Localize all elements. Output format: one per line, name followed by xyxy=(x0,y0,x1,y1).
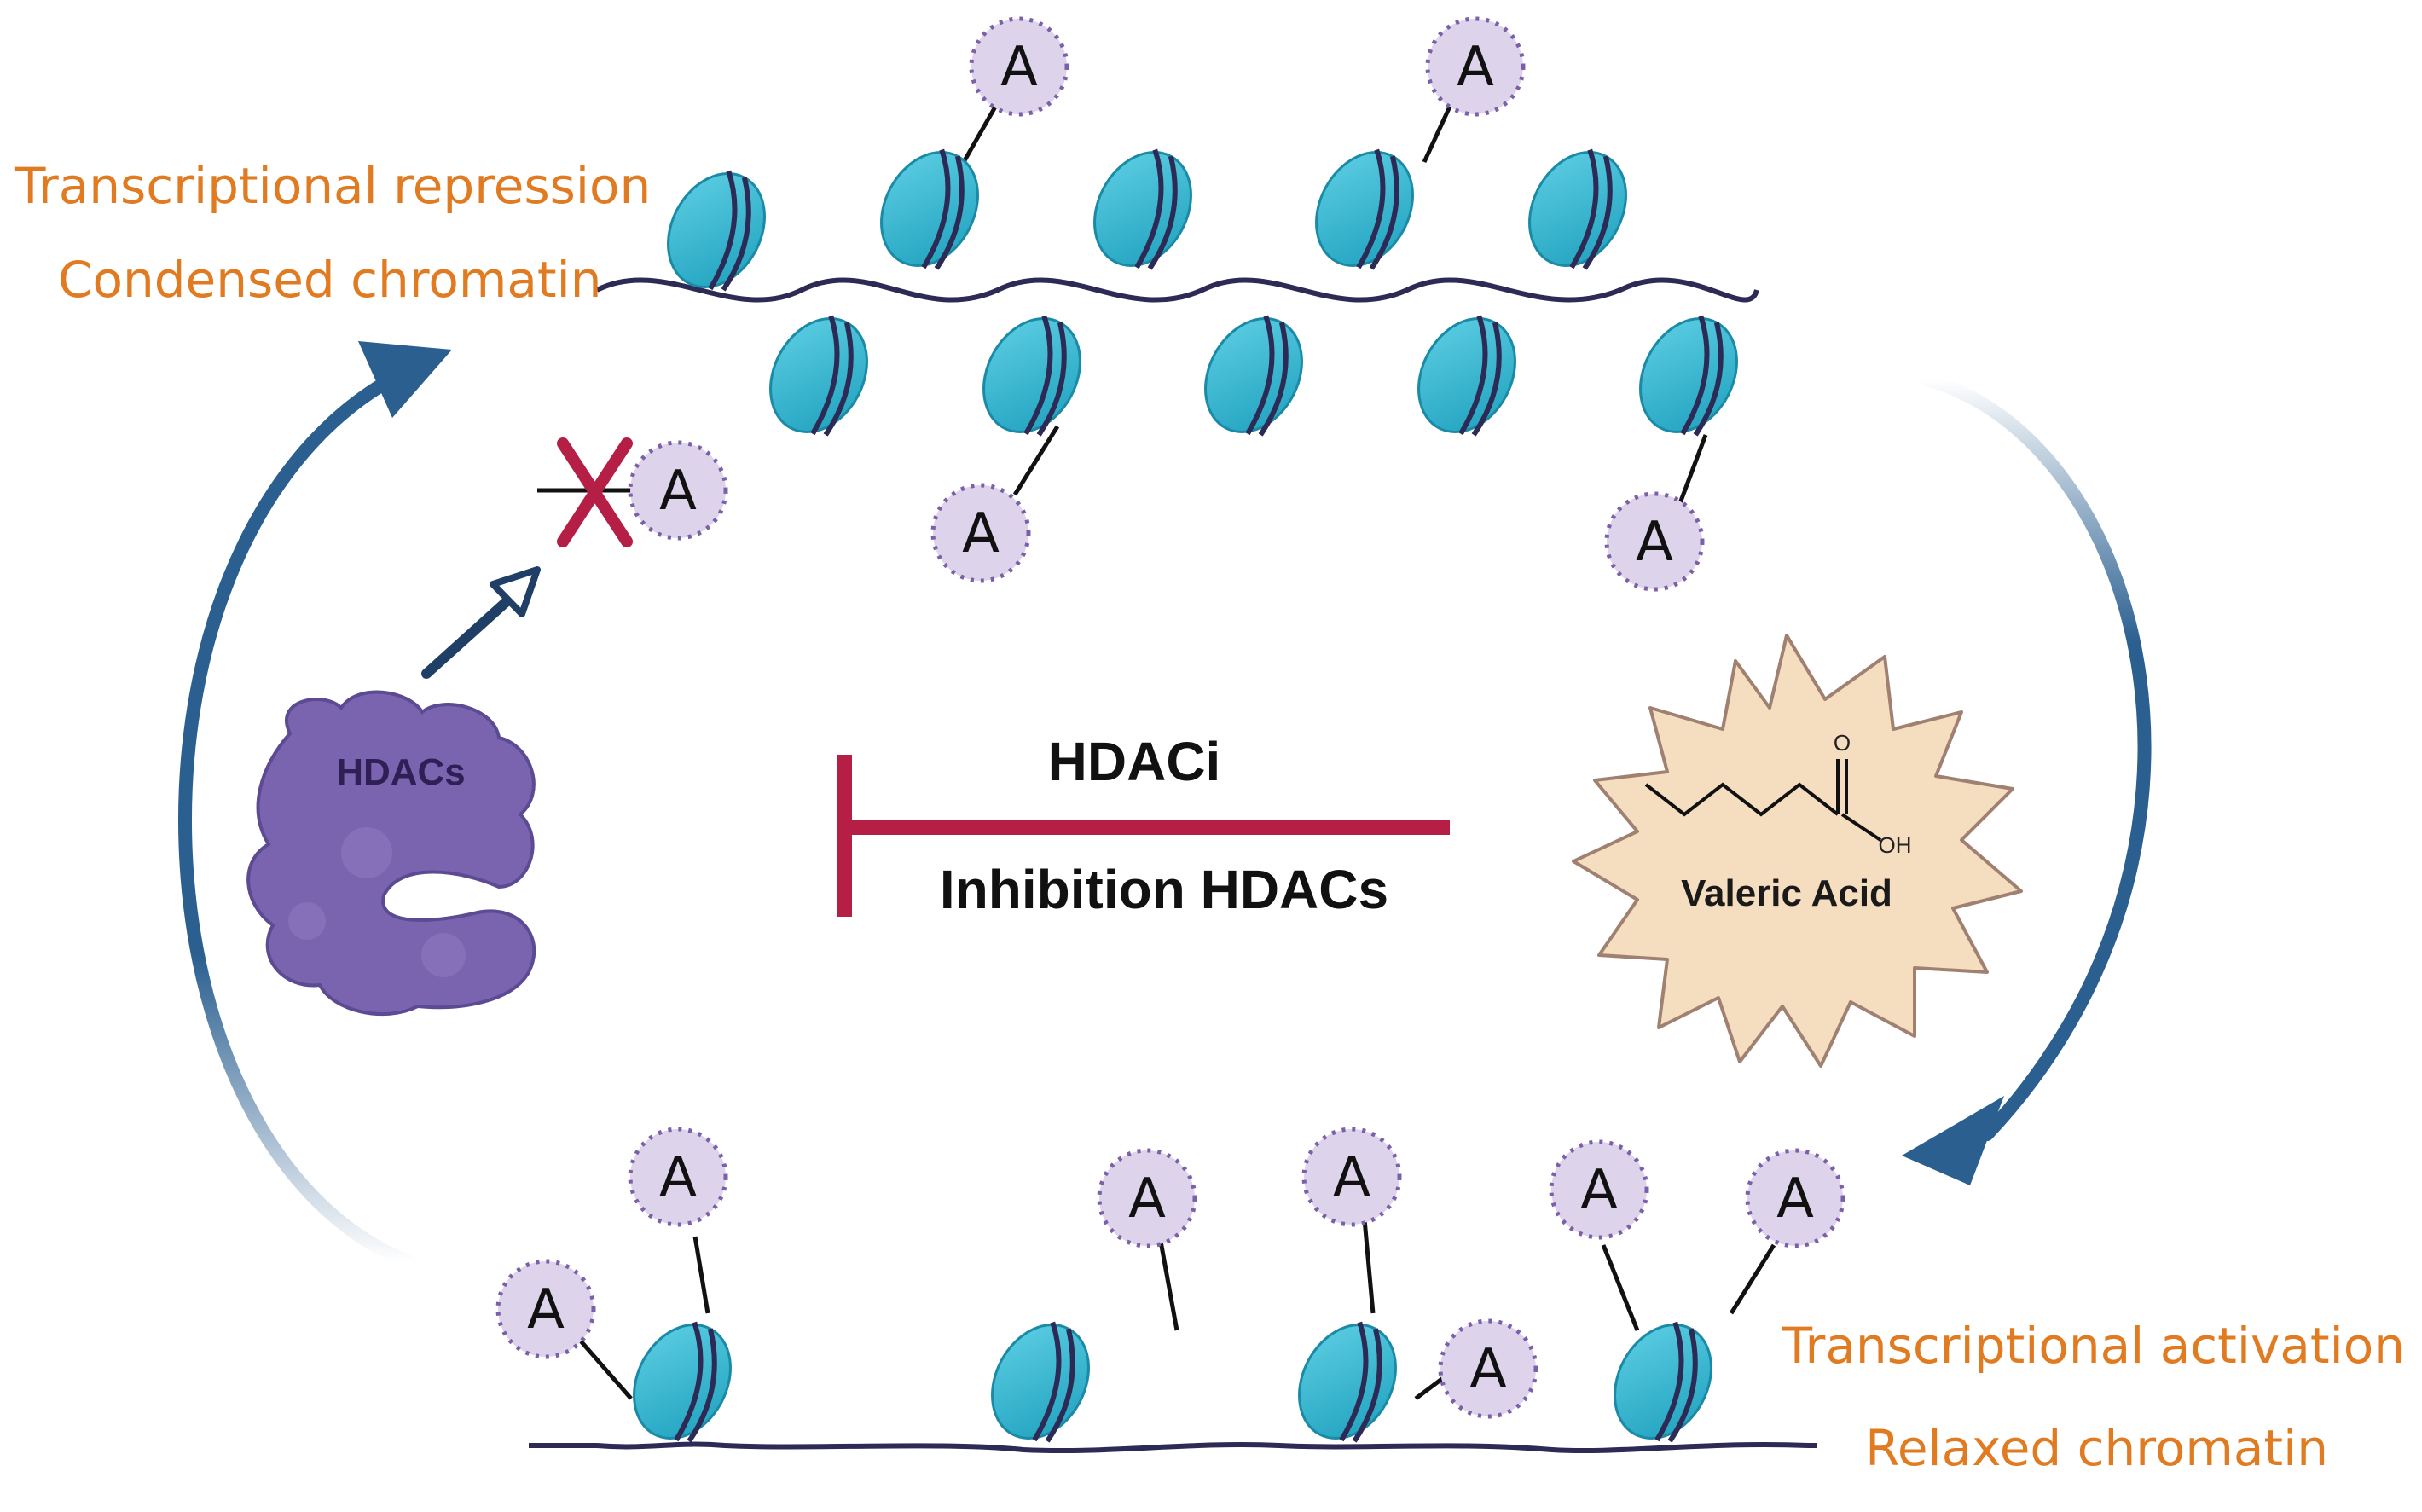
acetyl-group-icon: A xyxy=(933,485,1028,581)
acetyl-group-icon: A xyxy=(1428,19,1523,114)
label-transcriptional-repression: Transcriptional repression xyxy=(14,157,651,215)
dna-strand-bottom xyxy=(529,1441,1816,1454)
nucleosome-icon xyxy=(751,302,886,449)
hdac-enzyme-icon: HDACs xyxy=(246,690,536,1017)
svg-text:A: A xyxy=(1128,1167,1166,1231)
acetyl-group-icon: A xyxy=(498,1261,594,1357)
label-condensed-chromatin: Condensed chromatin xyxy=(58,251,602,309)
label-relaxed-chromatin: Relaxed chromatin xyxy=(1865,1419,2328,1477)
cycle-arrow-icon xyxy=(1902,373,2152,1185)
nucleosome-icon xyxy=(1621,302,1756,449)
hdac-action-arrow-icon xyxy=(421,566,541,679)
svg-text:A: A xyxy=(1333,1146,1370,1209)
acetyl-group-icon: A xyxy=(1551,1142,1647,1237)
label-hdaci: HDACi xyxy=(1048,731,1221,792)
nucleosome-icon xyxy=(615,1308,750,1455)
dna-strand-top xyxy=(595,277,1759,303)
svg-text:A: A xyxy=(659,1146,697,1209)
nucleosome-icon xyxy=(1280,1308,1415,1455)
nucleosome-icon xyxy=(1186,302,1321,449)
nucleosome-icon xyxy=(1297,136,1432,282)
svg-text:A: A xyxy=(1469,1338,1507,1401)
cycle-arrow-icon xyxy=(178,341,452,1269)
nucleosome-icon xyxy=(973,1308,1108,1455)
condensed-chromatin: A A A A xyxy=(595,19,1759,589)
svg-text:A: A xyxy=(1000,36,1038,99)
svg-text:A: A xyxy=(1776,1167,1814,1231)
acetyl-group-icon: A xyxy=(1747,1150,1843,1246)
svg-text:A: A xyxy=(659,460,697,523)
blocked-acetyl-icon: A xyxy=(537,437,726,547)
nucleosome-icon xyxy=(1510,136,1645,282)
acetyl-group-icon: A xyxy=(971,19,1067,114)
hdac-label: HDACs xyxy=(336,751,466,793)
valeric-acid-label: Valeric Acid xyxy=(1681,872,1892,914)
acetyl-group-icon: A xyxy=(1304,1129,1399,1225)
svg-text:A: A xyxy=(1580,1159,1618,1222)
valeric-acid-burst-icon: O OH Valeric Acid xyxy=(1572,634,2023,1068)
svg-text:A: A xyxy=(962,502,1000,565)
acetyl-group-icon: A xyxy=(1607,494,1702,589)
acetyl-group-icon: A xyxy=(1440,1321,1536,1416)
label-inhibition-hdacs: Inhibition HDACs xyxy=(940,859,1388,920)
svg-text:A: A xyxy=(1636,511,1673,574)
acetyl-tails-bottom xyxy=(570,1219,1776,1400)
nucleosome-icon xyxy=(862,136,997,282)
inhibition-arrow-icon xyxy=(837,755,1450,917)
nucleosome-icon xyxy=(1596,1308,1730,1455)
svg-text:A: A xyxy=(527,1278,565,1341)
acetyl-tails-top xyxy=(961,101,1708,504)
acetyl-group-icon: A xyxy=(630,1129,726,1225)
svg-text:A: A xyxy=(1457,36,1494,99)
nucleosome-icon xyxy=(1399,302,1534,449)
nucleosome-icon xyxy=(1075,136,1210,282)
nucleosome-icon xyxy=(965,302,1099,449)
label-transcriptional-activation: Transcriptional activation xyxy=(1782,1317,2405,1375)
atom-oh-label: OH xyxy=(1879,832,1912,858)
acetyl-group-icon: A xyxy=(1099,1150,1195,1246)
atom-o-label: O xyxy=(1834,730,1851,756)
relaxed-chromatin: A A A A A A A xyxy=(498,1129,1843,1455)
